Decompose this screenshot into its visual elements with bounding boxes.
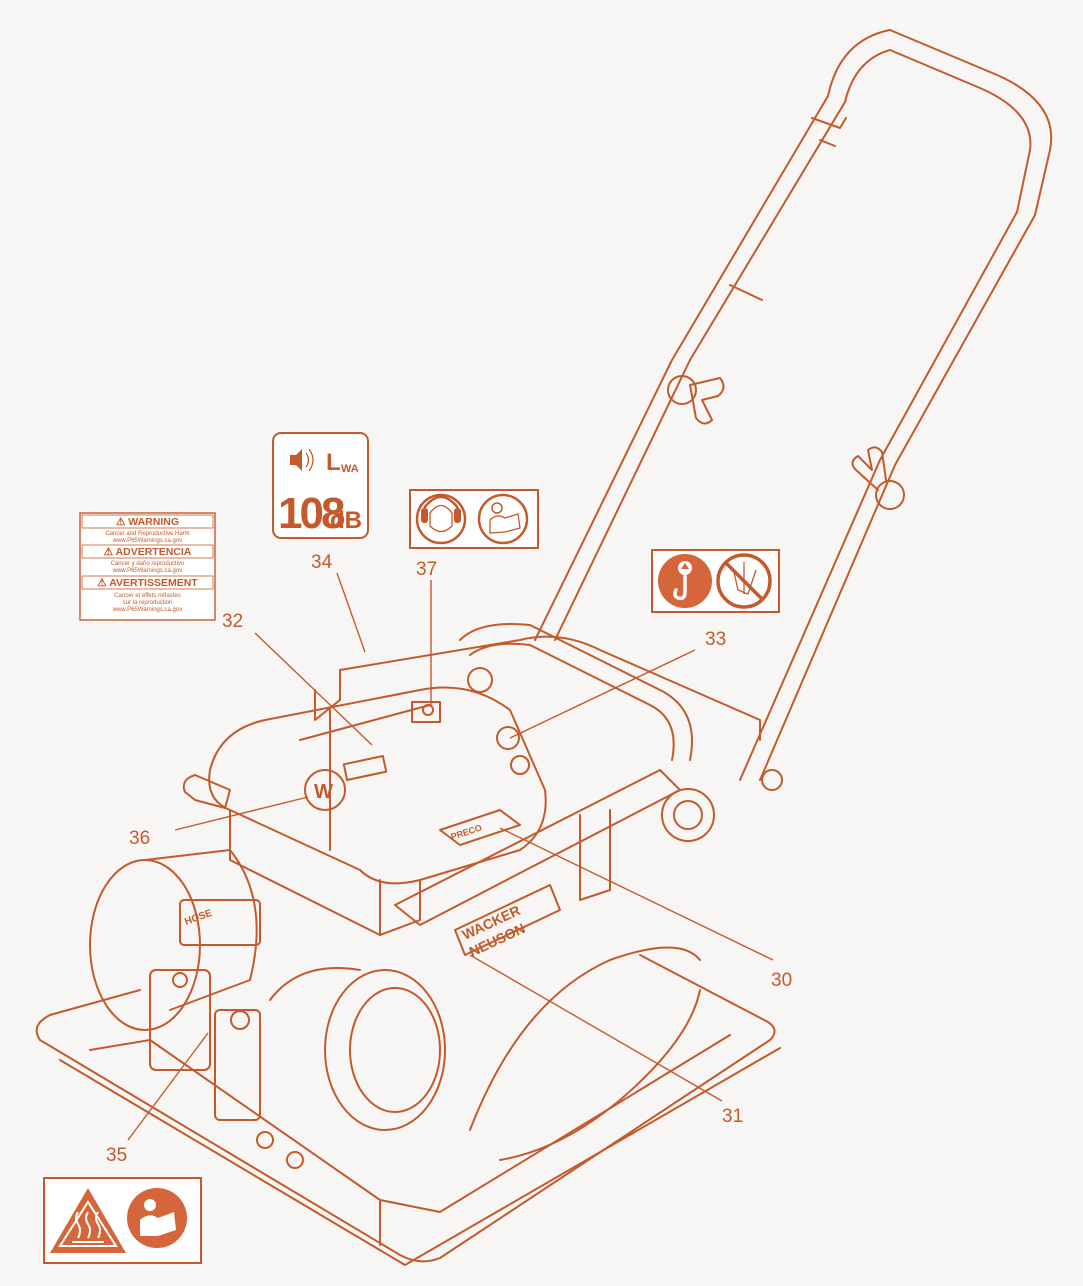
callout-31: 31 [722,1106,743,1127]
sound-label-sub: WA [341,463,359,475]
lift-decal [651,549,780,613]
warning-header-es: ⚠ ADVERTENCIA [104,546,192,558]
callout-35: 35 [106,1145,127,1166]
speaker-icon [290,448,314,472]
callout-32: 32 [222,611,243,632]
callout-leaders [127,572,774,1141]
warning-body-fr-2: sur la reproduction [123,600,173,606]
ear-protection-icon [415,493,467,545]
sound-label: L [326,449,341,476]
callout-34: 34 [311,552,333,573]
engine-cover: W PRECO [182,623,761,956]
warning-header-fr: ⚠ AVERTISSEMENT [97,577,198,589]
warning-body-fr-3: www.P65Warnings.ca.gov [112,607,182,613]
base-plate [35,946,781,1266]
hot-surface-icon [50,1188,126,1253]
warning-body-fr-1: Cancer et effets néfastes [114,593,181,599]
warning-decal [79,512,216,621]
callout-37: 37 [416,559,437,580]
warning-body-en-2: www.P65Warnings.ca.gov [112,538,182,544]
exciter: HOSE [89,849,446,1169]
sound-power-decal [272,432,369,539]
lift-point-icon [658,554,712,608]
callout-30: 30 [771,970,792,991]
svg-text:W: W [314,781,333,803]
sound-unit: dB [330,507,362,534]
callout-33: 33 [705,629,726,650]
hot-surface-decal [43,1177,202,1264]
callout-36: 36 [129,828,150,849]
no-lift-icon [716,553,772,609]
warning-body-es-1: Cáncer y daño reproductivo [111,561,185,567]
read-manual-icon [477,493,529,545]
warning-header-en: ⚠ WARNING [116,516,179,528]
sound-value: 108 [278,489,345,538]
ppe-decal [409,489,539,549]
read-manual-icon [127,1188,187,1248]
warning-body-es-2: www.P65Warnings.ca.gov [112,568,182,574]
warning-body-en-1: Cancer and Reproductive Harm [105,531,189,537]
handle [534,29,1053,842]
